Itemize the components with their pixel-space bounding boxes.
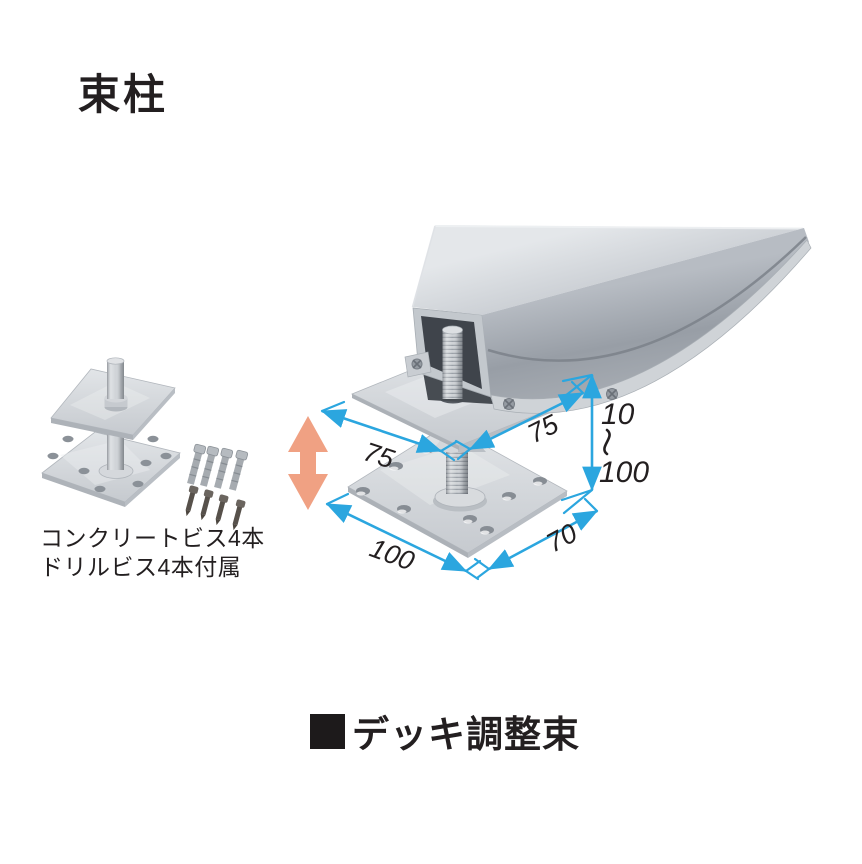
dim-label-100: 100 [366,533,419,577]
dim-label-height-min: 10 [601,398,635,431]
kit-base-plate-holes [47,435,172,493]
page-title: 束柱 [78,71,169,118]
main-product-photo [347,225,812,558]
kit-note-line1: コンクリートビス4本 [40,525,265,551]
kit-rod-upper [106,357,125,399]
height-adjust-arrow-icon [288,416,328,510]
beam-side-face [482,228,809,403]
tilde-wave-icon [603,428,611,456]
product-caption: デッキ調整束 [310,704,580,758]
dim-label-70: 70 [541,518,582,559]
beam [411,225,812,414]
kit-concrete-screws [187,443,249,491]
beam-top-face [412,225,804,315]
caption-text: デッキ調整束 [352,714,580,755]
flange-screw-2 [606,388,618,400]
beam-side-groove [487,236,807,362]
flange-screw-1 [503,398,515,410]
caption-bullet-square-icon [310,713,345,749]
dim-height-range: 10 100 [560,373,649,515]
beam-left-flange [404,351,432,378]
kit-note-line2: ドリルビス4本付属 [40,554,242,580]
kit-drill-screws [185,485,246,531]
dim-label-height-max: 100 [599,456,649,489]
kit-photo [41,357,249,531]
channel-rod [442,325,463,399]
